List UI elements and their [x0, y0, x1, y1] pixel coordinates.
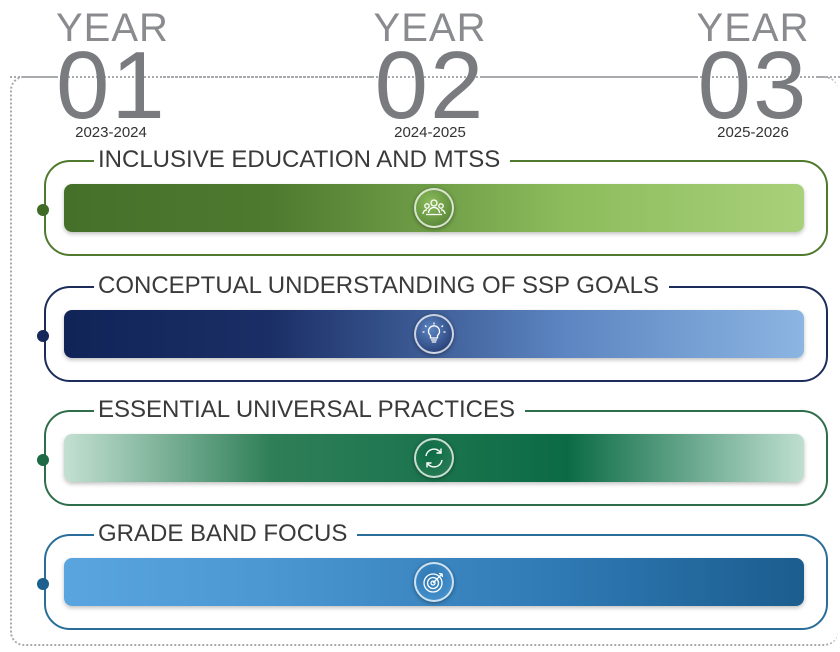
year-range: 2025-2026 — [717, 124, 789, 141]
timeline-dot — [37, 330, 49, 343]
year-number: 03 — [697, 32, 809, 139]
target-icon — [414, 562, 454, 602]
year-marker-3: YEAR 03 2025-2026 — [694, 8, 812, 148]
year-number: 01 — [56, 32, 167, 139]
section-title: INCLUSIVE EDUCATION AND MTSS — [94, 146, 511, 174]
progress-bar — [64, 434, 804, 482]
progress-bar — [64, 310, 804, 358]
section-essential-practices: ESSENTIAL UNIVERSAL PRACTICES — [37, 396, 828, 506]
section-title: GRADE BAND FOCUS — [94, 520, 358, 548]
timeline-dot — [37, 454, 49, 467]
section-title: CONCEPTUAL UNDERSTANDING OF SSP GOALS — [94, 272, 669, 300]
progress-bar — [64, 558, 804, 606]
year-label: YEAR — [373, 6, 487, 50]
section-conceptual-understanding: CONCEPTUAL UNDERSTANDING OF SSP GOALS — [37, 272, 828, 382]
year-label: YEAR — [56, 6, 169, 50]
section-title: ESSENTIAL UNIVERSAL PRACTICES — [94, 396, 525, 424]
refresh-arrows-icon — [414, 438, 454, 478]
timeline-dot — [37, 204, 49, 217]
timeline-connector — [10, 76, 56, 78]
timeline-connector — [160, 76, 372, 78]
year-marker-1: YEAR 01 2023-2024 — [56, 6, 169, 148]
year-number: 02 — [374, 32, 486, 139]
year-range: 2024-2025 — [394, 124, 466, 141]
timeline-frame — [10, 76, 838, 646]
people-group-icon — [414, 188, 454, 228]
section-inclusive-education: INCLUSIVE EDUCATION AND MTSS — [37, 146, 828, 256]
timeline-dot — [37, 578, 49, 591]
section-grade-band-focus: GRADE BAND FOCUS — [37, 520, 828, 630]
progress-bar — [64, 184, 804, 232]
timeline-connector — [482, 76, 696, 78]
lightbulb-icon — [414, 314, 454, 354]
year-marker-2: YEAR 02 2024-2025 — [372, 8, 488, 148]
year-label: YEAR — [696, 6, 810, 50]
year-range: 2023-2024 — [75, 124, 147, 141]
timeline-connector — [818, 76, 840, 78]
